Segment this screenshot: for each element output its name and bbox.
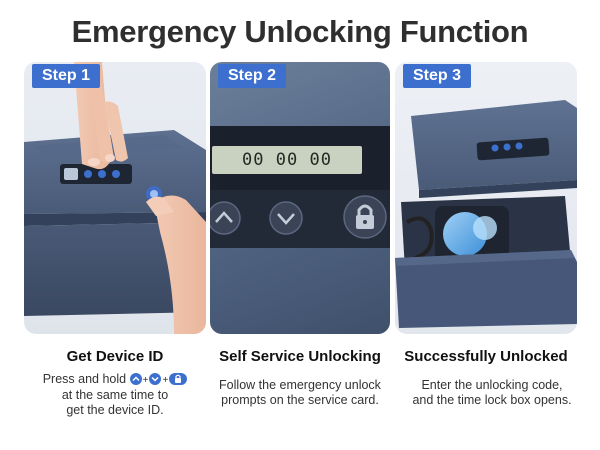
step-2-card: Step 2 00 00 00 [210,62,390,334]
step-2-heading: Self Service Unlocking [219,348,381,365]
step-3-heading: Successfully Unlocked [404,348,568,365]
lcd-display: 00 00 00 [212,146,362,174]
step-1-card: Step 1 [24,62,206,334]
lock-icon [343,195,387,239]
step-1-heading: Get Device ID [66,348,164,365]
lock-button[interactable] [342,194,388,240]
lock-key-icon [169,373,188,385]
step-1-description: Press and hold + + at the same time to g… [14,372,216,418]
step-1-illustration [24,62,206,334]
up-button[interactable] [210,200,246,236]
step-3-text-line1: Enter the unlocking code, [421,378,563,392]
up-key-icon [129,373,142,385]
step-3-card: Step 3 [395,62,577,334]
step-1-text-part3: get the device ID. [66,403,164,417]
step-2-text-line1: Follow the emergency unlock [219,378,381,392]
up-arrow-icon [210,201,241,235]
step-3-text-line2: and the time lock box opens. [412,393,572,407]
step-3-badge: Step 3 [403,64,472,88]
down-arrow-icon [269,201,303,235]
page-title: Emergency Unlocking Function [71,14,529,49]
step-3-description: Enter the unlocking code, and the time l… [392,378,592,408]
step-2-text-line2: prompts on the service card. [221,393,379,407]
step-1-badge: Step 1 [32,64,101,88]
step-2-badge: Step 2 [218,64,287,88]
down-key-icon [149,373,162,385]
step-2-description: Follow the emergency unlock prompts on t… [200,378,400,408]
step-1-text-part1: Press and hold [42,372,127,386]
step-1-text-part2: at the same time to [61,388,169,402]
down-button[interactable] [268,200,304,236]
step-3-illustration [395,100,577,328]
